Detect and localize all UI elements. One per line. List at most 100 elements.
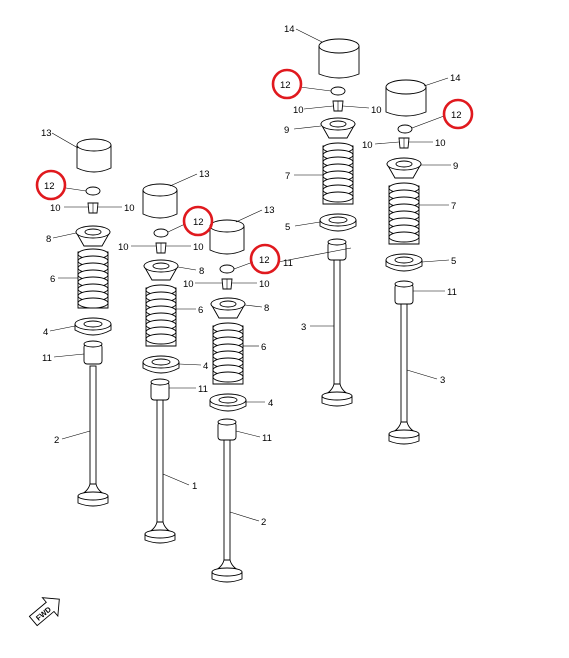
lifter-a (76, 138, 112, 173)
stem-seal-b (150, 378, 170, 401)
label-12-d: 12 (280, 80, 291, 91)
retainer-a (75, 225, 111, 247)
label-12-c: 12 (259, 255, 270, 266)
valve-a (77, 365, 109, 507)
cotters-b (155, 242, 167, 254)
label-8-c: 8 (264, 303, 269, 314)
label-10-d1: 10 (293, 105, 304, 116)
spring-b (145, 284, 177, 347)
spring-seat-c (209, 393, 247, 412)
label-5-d: 5 (285, 222, 290, 233)
lifter-b (142, 183, 178, 219)
label-13-b: 13 (199, 169, 210, 180)
valve-b (144, 397, 176, 544)
valve-assembly-a (74, 138, 112, 507)
valve-c (211, 437, 243, 583)
label-13-a: 13 (41, 128, 52, 139)
highlight-circle-c (249, 243, 281, 275)
spring-seat-a (74, 317, 112, 336)
cotters-a (87, 202, 99, 214)
label-4-b: 4 (203, 361, 208, 372)
spring-d (322, 142, 354, 205)
highlight-circle-b (182, 205, 214, 237)
label-3-d: 3 (301, 322, 306, 333)
stem-seal-e (394, 280, 414, 305)
stem-seal-a (83, 340, 103, 365)
cotters-d (332, 100, 344, 112)
label-11-a: 11 (42, 353, 52, 364)
shim-c (219, 264, 235, 274)
spring-seat-e (385, 253, 423, 272)
highlight-circle-d (271, 68, 303, 100)
fwd-arrow-icon (28, 597, 60, 627)
label-7-d: 7 (285, 171, 290, 182)
label-9-d: 9 (284, 125, 289, 136)
highlight-circle-e (442, 98, 474, 130)
retainer-d (320, 117, 356, 139)
label-12-b: 12 (193, 217, 204, 228)
label-4-c: 4 (268, 398, 273, 409)
label-10-b2: 10 (193, 242, 204, 253)
shim-a (85, 186, 101, 196)
label-2-c: 2 (261, 517, 266, 528)
lifter-e (385, 79, 427, 117)
valve-d (321, 257, 353, 407)
shim-d (330, 86, 346, 96)
retainer-b (143, 259, 179, 281)
spring-c (212, 322, 244, 385)
spring-e (388, 182, 420, 245)
label-5-e: 5 (451, 256, 456, 267)
highlight-circle-a (35, 169, 67, 201)
label-3-e: 3 (440, 375, 445, 386)
stem-seal-c (217, 418, 237, 441)
label-4-a: 4 (43, 327, 48, 338)
label-9-e: 9 (453, 161, 458, 172)
label-11-d: 11 (283, 258, 293, 269)
label-11-c: 11 (262, 433, 272, 444)
label-6-c: 6 (261, 342, 266, 353)
part-labels: 13 12 10 10 8 6 4 11 2 13 12 10 10 8 6 4… (41, 24, 462, 528)
valve-e (388, 303, 420, 445)
cotters-e (398, 137, 410, 149)
label-10-a1: 10 (50, 203, 61, 214)
label-10-c1: 10 (183, 279, 194, 290)
label-6-a: 6 (50, 274, 55, 285)
label-11-b: 11 (198, 384, 208, 395)
label-10-d2: 10 (371, 105, 382, 116)
shim-e (397, 124, 413, 134)
valve-assembly-d (318, 38, 360, 407)
label-14-d: 14 (284, 24, 295, 35)
stem-seal-d (327, 238, 347, 261)
lifter-c (209, 219, 245, 255)
spring-a (77, 248, 109, 309)
label-8-b: 8 (199, 266, 204, 277)
label-10-e2: 10 (435, 138, 446, 149)
cotters-c (221, 278, 233, 290)
lifter-d (318, 38, 360, 79)
valve-assembly-b (142, 183, 180, 544)
label-7-e: 7 (451, 201, 456, 212)
label-12-e: 12 (451, 110, 462, 121)
spring-seat-b (142, 355, 180, 374)
part-12-highlights (35, 68, 474, 275)
label-10-e1: 10 (362, 140, 373, 151)
label-12-a: 12 (44, 181, 55, 192)
fwd-arrow: FWD (28, 597, 60, 627)
retainer-e (386, 157, 422, 179)
label-11-e: 11 (447, 287, 457, 298)
label-6-b: 6 (198, 305, 203, 316)
label-13-c: 13 (264, 205, 275, 216)
valve-assembly-c (209, 219, 247, 583)
label-10-b1: 10 (118, 242, 129, 253)
shim-b (153, 228, 169, 238)
label-10-a2: 10 (124, 203, 135, 214)
retainer-c (210, 297, 246, 319)
label-8-a: 8 (46, 234, 51, 245)
leader-lines (49, 28, 451, 522)
label-1-b: 1 (192, 481, 197, 492)
label-2-a: 2 (54, 435, 59, 446)
spring-seat-d (319, 213, 357, 232)
label-10-c2: 10 (259, 279, 270, 290)
label-14-e: 14 (450, 73, 461, 84)
